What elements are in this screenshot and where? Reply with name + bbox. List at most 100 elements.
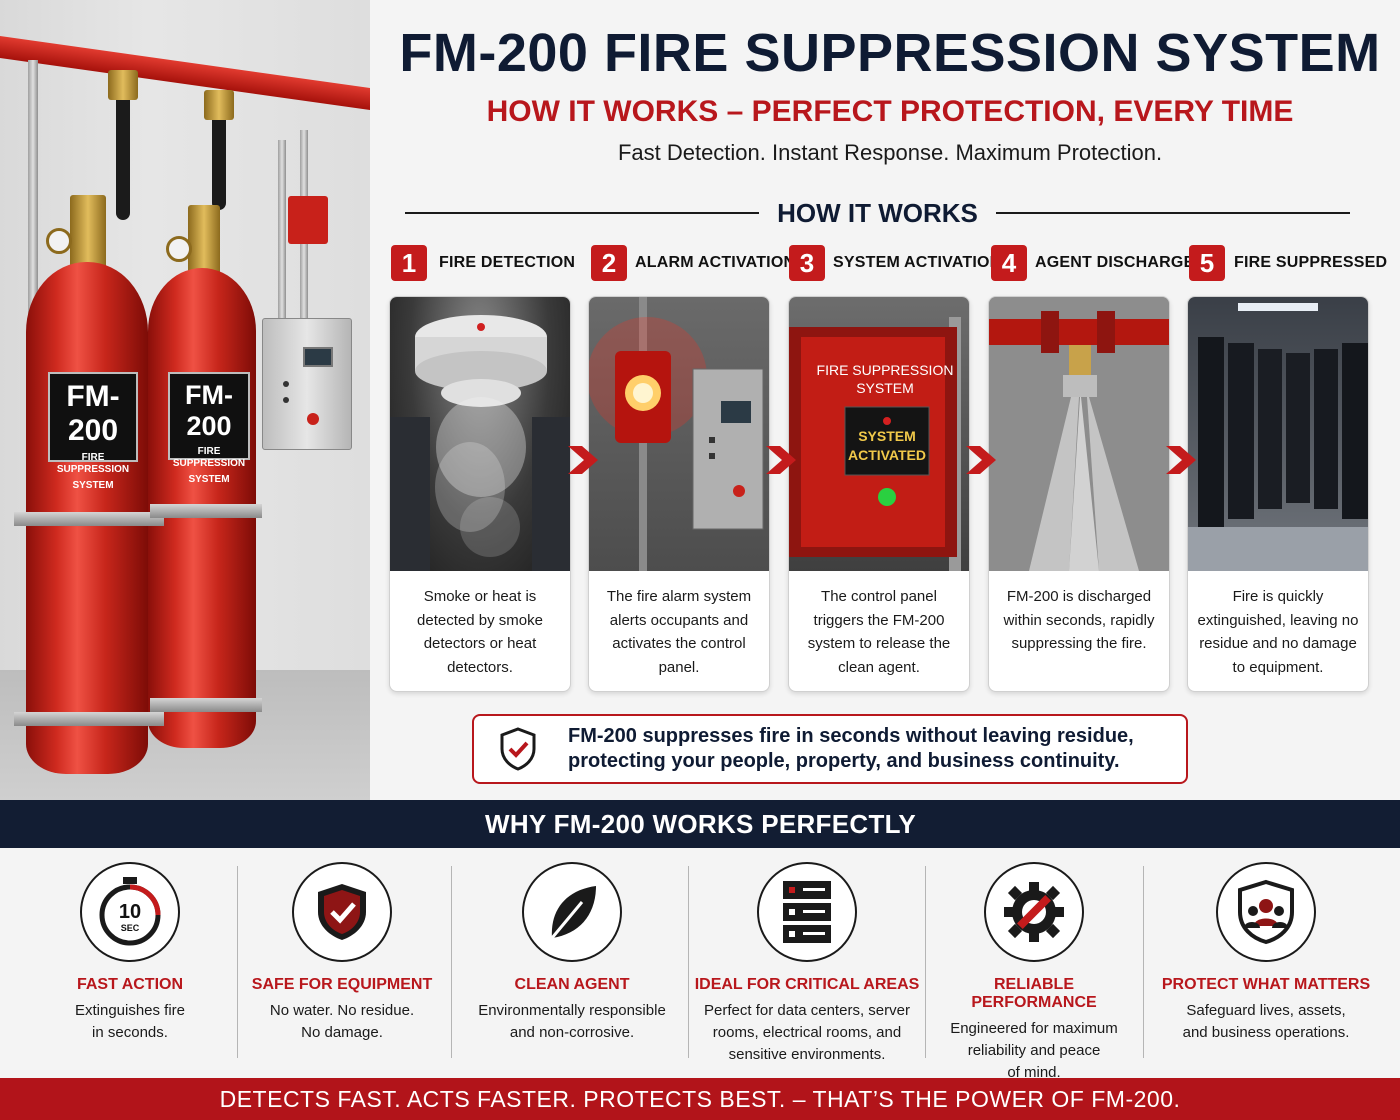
pipe-fitting: [204, 90, 234, 120]
feature-safe-for-equipment: SAFE FOR EQUIPMENT No water. No residue.…: [242, 862, 442, 1062]
step-label: FIRE DETECTION: [439, 254, 576, 271]
feature-desc: Perfect for data centers, server rooms, …: [704, 1002, 910, 1063]
step-label: SYSTEM ACTIVATION: [833, 254, 1002, 271]
step-card-alarm-activation: The fire alarm system alerts occupants a…: [588, 296, 770, 692]
callout-line2: protecting your people, property, and bu…: [568, 750, 1120, 772]
cylinder-label: FM-200 FIRE SUPPRESSION SYSTEM: [168, 372, 250, 485]
conduit: [28, 60, 38, 360]
feature-icon-circle: [757, 862, 857, 962]
why-heading: WHY FM-200 WORKS PERFECTLY: [0, 800, 1400, 848]
feature-reliable-performance: RELIABLE PERFORMANCE Engineered for maxi…: [934, 862, 1134, 1081]
footer-banner: DETECTS FAST. ACTS FASTER. PROTECTS BEST…: [0, 1078, 1400, 1120]
discharge-hose: [116, 80, 130, 220]
feature-title: RELIABLE PERFORMANCE: [971, 976, 1097, 1011]
divider: [1143, 866, 1144, 1058]
feature-desc: Environmentally responsible and non-corr…: [478, 1002, 666, 1041]
step-header-1: 1 FIRE DETECTION: [391, 244, 575, 282]
feature-icon-circle: [1216, 862, 1316, 962]
divider: [237, 866, 238, 1058]
step-card-system-activation: FIRE SUPPRESSION SYSTEM SYSTEM ACTIVATED…: [788, 296, 970, 692]
step-label: FIRE SUPPRESSED: [1234, 254, 1388, 271]
pressure-gauge-icon: [166, 236, 192, 262]
feature-icon-circle: [984, 862, 1084, 962]
step-number: 2: [591, 245, 627, 281]
step-description: The control panel triggers the FM-200 sy…: [807, 588, 951, 676]
panel-status-line1: SYSTEM: [858, 428, 916, 444]
step-label: ALARM ACTIVATION: [635, 254, 796, 271]
feature-desc: No water. No residue. No damage.: [269, 1002, 415, 1041]
page-title: FM-200 FIRE SUPPRESSION SYSTEM: [399, 23, 1381, 83]
feature-title: IDEAL FOR CRITICAL AREAS: [694, 976, 920, 993]
alarm-strobe-image: [589, 297, 769, 571]
step-number: 5: [1189, 245, 1225, 281]
nozzle-discharge-image: [989, 297, 1169, 571]
feature-desc: Safeguard lives, assets, and business op…: [1182, 1002, 1350, 1041]
benefit-callout: FM-200 suppresses fire in seconds withou…: [472, 714, 1188, 784]
panel-title: FIRE SUPPRESSION SYSTEM: [805, 361, 965, 397]
shield-check-icon: [500, 727, 536, 771]
control-box: [262, 318, 352, 450]
chevron-right-icon: [1166, 446, 1196, 474]
feature-ideal-for-critical-areas: IDEAL FOR CRITICAL AREAS Perfect for dat…: [694, 862, 920, 1063]
step-header-3: 3 SYSTEM ACTIVATION: [789, 244, 1001, 282]
step-number: 4: [991, 245, 1027, 281]
cylinder-label: FM-200 FIRE SUPPRESSION SYSTEM: [48, 372, 138, 491]
feature-title: FAST ACTION: [76, 976, 184, 993]
step-header-4: 4 AGENT DISCHARGE: [991, 244, 1194, 282]
feature-protect-what-matters: PROTECT WHAT MATTERS Safeguard lives, as…: [1158, 862, 1374, 1062]
feature-desc: Extinguishes fire in seconds.: [74, 1002, 186, 1041]
gear-wrench-icon: [1004, 882, 1064, 942]
chevron-right-icon: [966, 446, 996, 474]
feature-fast-action: 10 SEC FAST ACTION Extinguishes fire in …: [30, 862, 230, 1062]
step-card-fire-detection: Smoke or heat is detected by smoke detec…: [389, 296, 571, 692]
cylinder-valve: [188, 205, 220, 275]
server-room-image: [1188, 297, 1368, 571]
chevron-right-icon: [568, 446, 598, 474]
cylinder-strap: [150, 698, 262, 712]
step-card-agent-discharge: FM-200 is discharged within seconds, rap…: [988, 296, 1170, 692]
step-description: Fire is quickly extinguished, leaving no…: [1197, 588, 1359, 676]
step-label: AGENT DISCHARGE: [1035, 254, 1195, 271]
feature-desc: Engineered for maximum reliability and p…: [950, 1020, 1118, 1081]
feature-title: PROTECT WHAT MATTERS: [1161, 976, 1371, 993]
leaf-icon: [550, 886, 596, 939]
cylinder-strap: [14, 712, 164, 726]
how-it-works-title: HOW IT WORKS: [777, 197, 978, 228]
divider: [688, 866, 689, 1058]
feature-title: SAFE FOR EQUIPMENT: [251, 976, 433, 993]
red-pipe: [0, 36, 370, 111]
cylinder-line1: FIRE SUPPRESSION: [172, 446, 246, 469]
discharge-hose: [212, 100, 226, 210]
step-description: The fire alarm system alerts occupants a…: [606, 588, 752, 676]
server-icon: [783, 881, 831, 943]
chevron-right-icon: [766, 446, 796, 474]
timer-value: 10: [119, 901, 141, 923]
pipe-fitting: [108, 70, 138, 100]
panel-title-line1: FIRE SUPPRESSION: [816, 362, 954, 378]
cylinder-photo: FM-200 FIRE SUPPRESSION SYSTEM FM-200 FI…: [0, 0, 370, 800]
step-header-5: 5 FIRE SUPPRESSED: [1189, 244, 1387, 282]
cylinder-strap: [14, 512, 164, 526]
feature-icon-circle: 10 SEC: [80, 862, 180, 962]
panel-status: SYSTEM ACTIVATED: [845, 427, 929, 465]
step-number: 1: [391, 245, 427, 281]
cylinder-line2: SYSTEM: [188, 474, 230, 485]
manual-release-box: [288, 196, 328, 244]
stopwatch-icon: 10 SEC: [99, 877, 161, 946]
smoke-detector-image: [390, 297, 570, 571]
page-subtitle: HOW IT WORKS – PERFECT PROTECTION, EVERY…: [486, 95, 1294, 128]
step-number: 3: [789, 245, 825, 281]
conduit: [278, 140, 286, 320]
cylinder-valve: [70, 195, 106, 270]
cylinder-line2: SYSTEM: [72, 480, 114, 491]
feature-title: CLEAN AGENT: [514, 976, 630, 993]
shield-people-icon: [1238, 879, 1294, 945]
feature-icon-circle: [522, 862, 622, 962]
step-description: FM-200 is discharged within seconds, rap…: [1003, 588, 1155, 652]
step-card-fire-suppressed: Fire is quickly extinguished, leaving no…: [1187, 296, 1369, 692]
divider: [405, 212, 760, 214]
pressure-gauge-icon: [46, 228, 72, 254]
cylinder-line1: FIRE SUPPRESSION: [56, 452, 130, 475]
divider: [995, 212, 1351, 214]
panel-status-line2: ACTIVATED: [847, 447, 927, 463]
